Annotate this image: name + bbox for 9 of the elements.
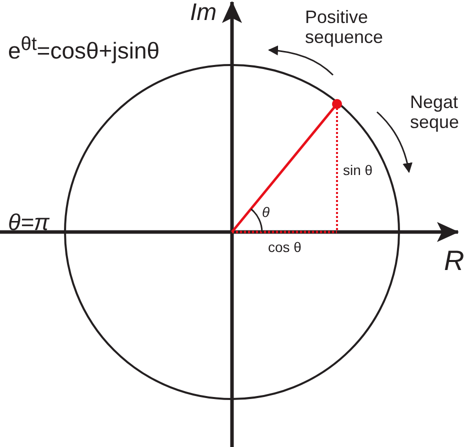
rotation-label: Positive sequence <box>305 8 384 48</box>
cosine-label: cos θ <box>268 240 302 256</box>
angle-label: θ <box>262 205 270 220</box>
axis-label: R <box>444 246 464 277</box>
angle-value-label: θ=π <box>8 210 50 236</box>
formula-text: e$^{θt}$=cosθ+jsinθ <box>8 34 160 64</box>
axis-label: Im <box>190 0 217 26</box>
sine-label: sin θ <box>343 163 373 178</box>
rotation-label: Negat seque <box>410 93 460 133</box>
